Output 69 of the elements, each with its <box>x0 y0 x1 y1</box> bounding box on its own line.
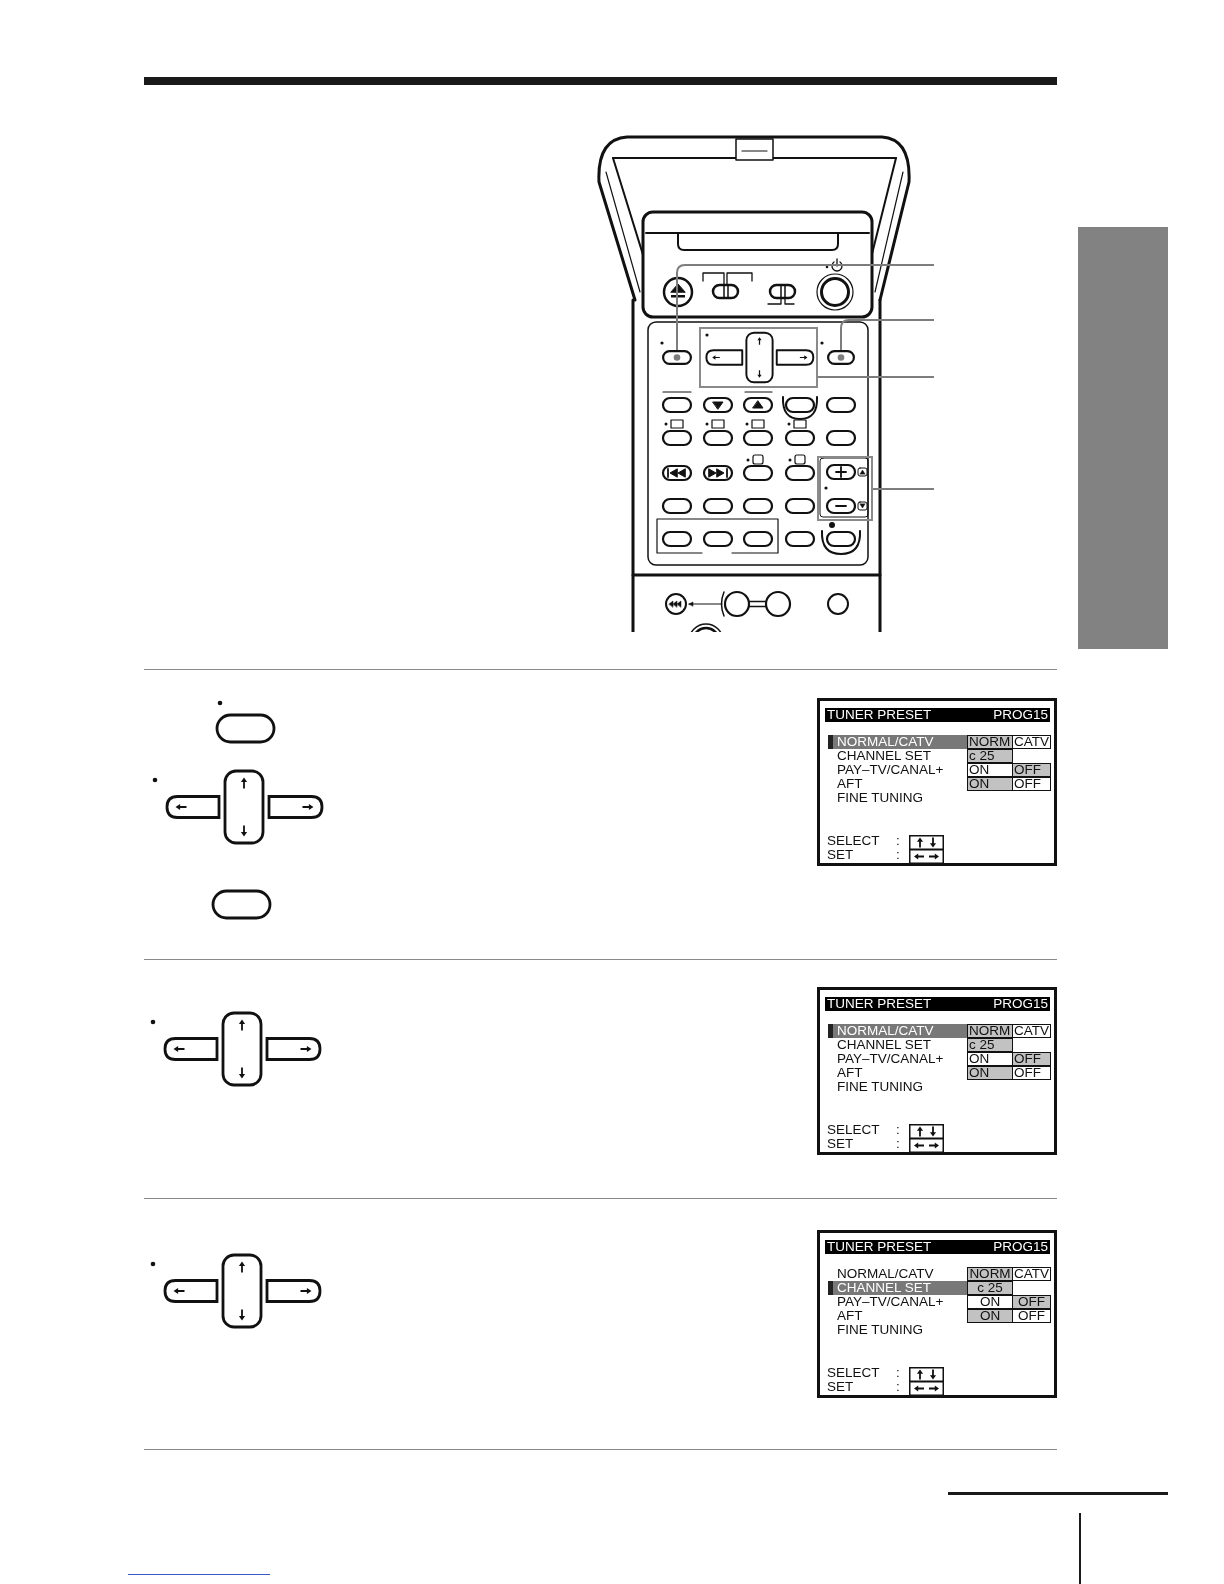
menu-item: AFT <box>837 1066 863 1080</box>
option-cell: OFF <box>1012 1066 1051 1080</box>
option-cell: c 25 <box>967 749 1013 763</box>
menu-item: FINE TUNING <box>837 1080 923 1094</box>
remote-button <box>662 350 692 365</box>
menu-screen <box>817 1230 1057 1398</box>
highlighted-menu-item: NORMAL/CATV <box>828 735 967 749</box>
option-cell: ON <box>967 763 1013 777</box>
option-cell: ON <box>967 1295 1013 1309</box>
menu-title: TUNER PRESET <box>827 1240 932 1254</box>
highlighted-menu-item: CHANNEL SET <box>828 1281 967 1295</box>
section-tab <box>1078 227 1168 649</box>
program-number: PROG15 <box>993 708 1048 722</box>
key-guide-label: SELECT <box>827 1366 880 1380</box>
option-cell: OFF <box>1012 1295 1051 1309</box>
separator-colon: : <box>896 1366 900 1380</box>
menu-item: FINE TUNING <box>837 1323 923 1337</box>
option-cell: ON <box>967 1309 1013 1323</box>
menu-title-bar <box>825 708 1050 722</box>
separator-colon: : <box>896 848 900 862</box>
menu-screen <box>817 698 1057 866</box>
option-cell: OFF <box>1012 777 1051 791</box>
program-number: PROG15 <box>993 1240 1048 1254</box>
menu-item: CHANNEL SET <box>837 749 932 763</box>
option-cell: c 25 <box>967 1038 1013 1052</box>
menu-item: PAY–TV/CANAL+ <box>837 763 944 777</box>
option-cell: ON <box>967 777 1013 791</box>
key-guide-label: SELECT <box>827 834 880 848</box>
menu-item: CHANNEL SET <box>837 1038 932 1052</box>
option-cell: OFF <box>1012 1309 1051 1323</box>
program-number: PROG15 <box>993 997 1048 1011</box>
key-guide-label: SELECT <box>827 1123 880 1137</box>
separator-colon: : <box>896 1123 900 1137</box>
menu-screen <box>817 987 1057 1155</box>
option-cell: ON <box>967 1052 1013 1066</box>
key-guide-label: SET <box>827 1380 854 1394</box>
option-cell: CATV <box>1012 735 1051 749</box>
option-cell: CATV <box>1012 1267 1051 1281</box>
option-cell: c 25 <box>967 1281 1013 1295</box>
leader-line <box>840 319 935 351</box>
remote-button <box>827 350 855 365</box>
option-cell: CATV <box>1012 1024 1051 1038</box>
separator-colon: : <box>896 834 900 848</box>
menu-item: PAY–TV/CANAL+ <box>837 1052 944 1066</box>
leader-line <box>872 488 935 490</box>
option-cell: OFF <box>1012 763 1051 777</box>
menu-title: TUNER PRESET <box>827 997 932 1011</box>
menu-item: FINE TUNING <box>837 791 923 805</box>
button-group-frame <box>699 327 818 388</box>
option-cell: OFF <box>1012 1052 1051 1066</box>
button-group-frame <box>817 456 873 521</box>
menu-title-bar <box>825 1240 1050 1254</box>
menu-item: AFT <box>837 1309 863 1323</box>
separator-colon: : <box>896 1380 900 1394</box>
option-cell: NORM <box>967 1267 1013 1281</box>
option-cell: ON <box>967 1066 1013 1080</box>
separator-colon: : <box>896 1137 900 1151</box>
option-cell: NORM <box>967 1024 1013 1038</box>
menu-item: PAY–TV/CANAL+ <box>837 1295 944 1309</box>
menu-item: NORMAL/CATV <box>837 1267 934 1281</box>
menu-title: TUNER PRESET <box>827 708 932 722</box>
leader-line <box>676 264 935 351</box>
highlighted-menu-item: NORMAL/CATV <box>828 1024 967 1038</box>
leader-line <box>817 376 935 378</box>
key-guide-label: SET <box>827 848 854 862</box>
menu-title-bar <box>825 997 1050 1011</box>
menu-item: AFT <box>837 777 863 791</box>
option-cell: NORM <box>967 735 1013 749</box>
key-guide-label: SET <box>827 1137 854 1151</box>
